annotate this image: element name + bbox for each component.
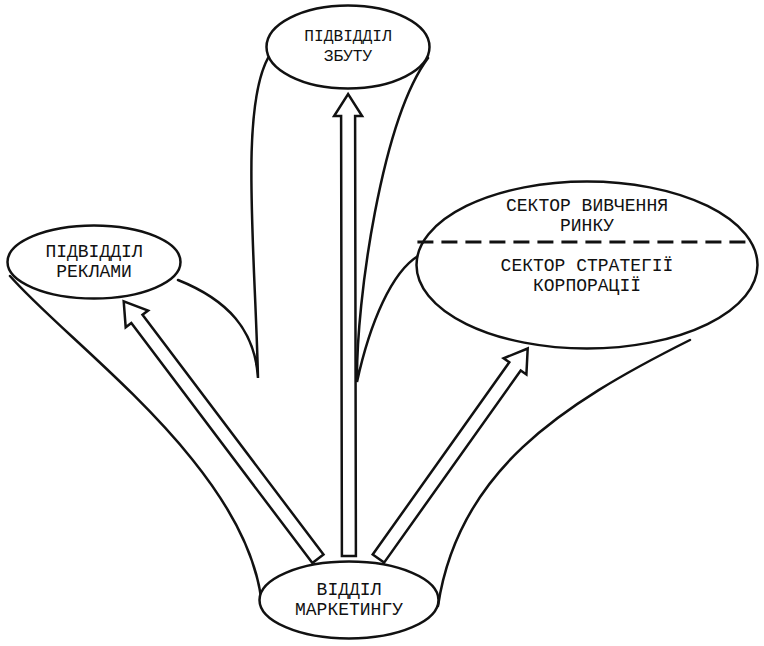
department-ellipse: ВІДДІЛ МАРКЕТИНГУ [258,560,440,640]
ellipse [260,562,439,639]
ellipse [267,6,430,89]
department-label: ПІДВІДДІЛ РЕКЛАМИ [24,242,164,282]
funnel-edge [438,340,690,606]
label-line: СЕКТОР ВИВЧЕННЯ РИНКУ [492,196,682,236]
funnel-edge [357,58,428,382]
ellipse-outline [265,4,431,90]
funnel-edge [178,58,268,378]
ellipse [417,182,758,349]
hollow-arrow [334,94,362,556]
block-arrow [373,349,528,563]
department-ellipse: СЕКТОР ВИВЧЕННЯ РИНКУ СЕКТОР СТРАТЕГІЇ КО… [415,180,759,350]
department-label: СЕКТОР ВИВЧЕННЯ РИНКУ [415,196,759,236]
department-label: СЕКТОР СТРАТЕГІЇ КОРПОРАЦІЇ [415,256,759,296]
label-line: СЕКТОР СТРАТЕГІЇ КОРПОРАЦІЇ [492,256,682,296]
department-ellipse: ПІДВІДДІЛ ЗБУТУ [265,4,431,90]
hollow-arrow [373,349,528,563]
hollow-arrow [124,301,324,563]
block-arrow [334,94,362,556]
department-label: ПІДВІДДІЛ ЗБУТУ [278,27,418,67]
ellipse [8,226,181,299]
block-arrow [124,301,324,563]
department-label: ВІДДІЛ МАРКЕТИНГУ [279,580,419,620]
sector-divider [417,241,752,244]
department-ellipse: ПІДВІДДІЛ РЕКЛАМИ [6,224,182,300]
